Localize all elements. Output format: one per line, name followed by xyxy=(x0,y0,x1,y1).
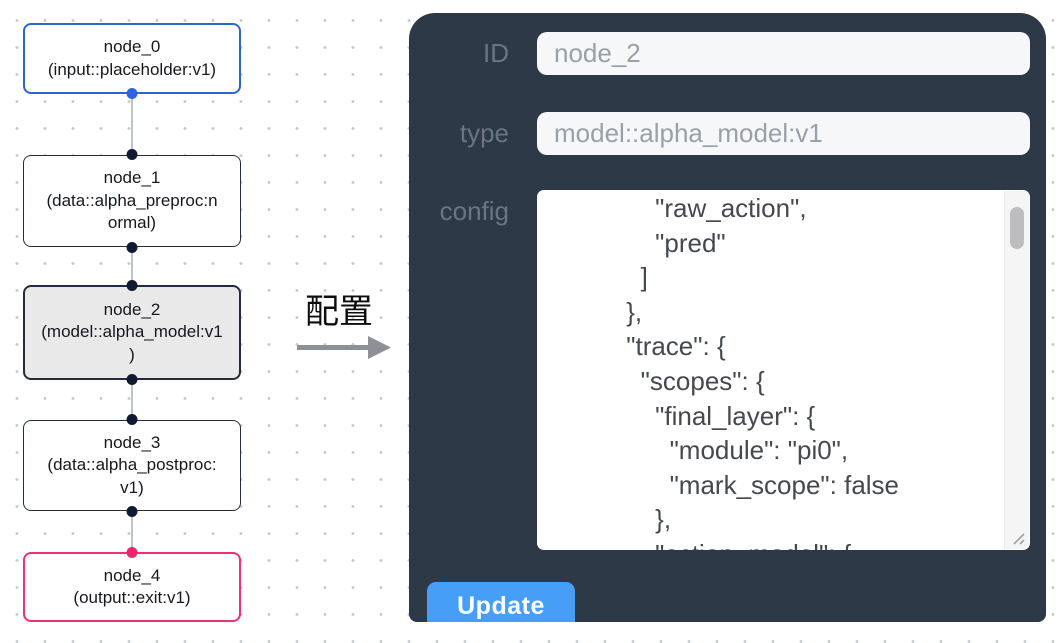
node-node_0[interactable]: node_0 (input::placeholder:v1) xyxy=(23,23,241,99)
config-scrollbar-track[interactable] xyxy=(1004,191,1029,549)
node-label: node_4 (output::exit:v1) xyxy=(73,565,191,608)
arrow-right-icon xyxy=(297,336,391,359)
edge-node_0-node_1 xyxy=(131,94,133,155)
output-port-dot[interactable] xyxy=(126,88,138,99)
node-label: node_3 (data::alpha_postproc: v1) xyxy=(47,432,217,497)
node-label: node_2 (model::alpha_model:v1 ) xyxy=(41,299,223,364)
node-node_3[interactable]: node_3 (data::alpha_postproc: v1) xyxy=(23,414,241,517)
edge-node_1-node_2 xyxy=(131,247,133,285)
node-label: node_1 (data::alpha_preproc:n ormal) xyxy=(46,168,218,233)
input-port-dot[interactable] xyxy=(126,547,138,558)
id-input[interactable] xyxy=(537,32,1030,75)
node-node_4[interactable]: node_4 (output::exit:v1) xyxy=(23,547,241,622)
id-label: ID xyxy=(483,38,509,68)
edge-node_2-node_3 xyxy=(131,380,133,420)
config-label: config xyxy=(439,196,509,226)
transition-label: 配置 xyxy=(305,293,373,331)
transition-annotation: 配置 xyxy=(284,292,394,360)
type-label: type xyxy=(459,118,509,148)
config-field-row: config "raw_action", "pred" ] }, "trace"… xyxy=(427,190,1030,550)
config-scrollbar-thumb[interactable] xyxy=(1010,207,1024,249)
edge-node_3-node_4 xyxy=(131,511,133,552)
input-port-dot[interactable] xyxy=(126,280,138,291)
type-field-row: type xyxy=(427,112,1030,155)
output-port-dot[interactable] xyxy=(126,506,138,517)
node-node_1[interactable]: node_1 (data::alpha_preproc:n ormal) xyxy=(23,149,241,253)
node-label: node_0 (input::placeholder:v1) xyxy=(47,37,217,79)
id-field-row: ID xyxy=(427,32,1030,75)
config-panel: ID type config "raw_action", "pred" ] },… xyxy=(409,13,1046,622)
node-node_2-selected[interactable]: node_2 (model::alpha_model:v1 ) xyxy=(23,280,241,385)
resize-handle-icon[interactable] xyxy=(1009,529,1027,547)
output-port-dot[interactable] xyxy=(126,242,138,253)
output-port-dot[interactable] xyxy=(126,374,138,385)
update-button[interactable]: Update xyxy=(427,582,575,622)
config-editor[interactable]: "raw_action", "pred" ] }, "trace": { "sc… xyxy=(537,190,1030,550)
type-input[interactable] xyxy=(537,112,1030,155)
input-port-dot[interactable] xyxy=(126,149,138,160)
input-port-dot[interactable] xyxy=(126,414,138,425)
config-json-text[interactable]: "raw_action", "pred" ] }, "trace": { "sc… xyxy=(626,193,900,550)
